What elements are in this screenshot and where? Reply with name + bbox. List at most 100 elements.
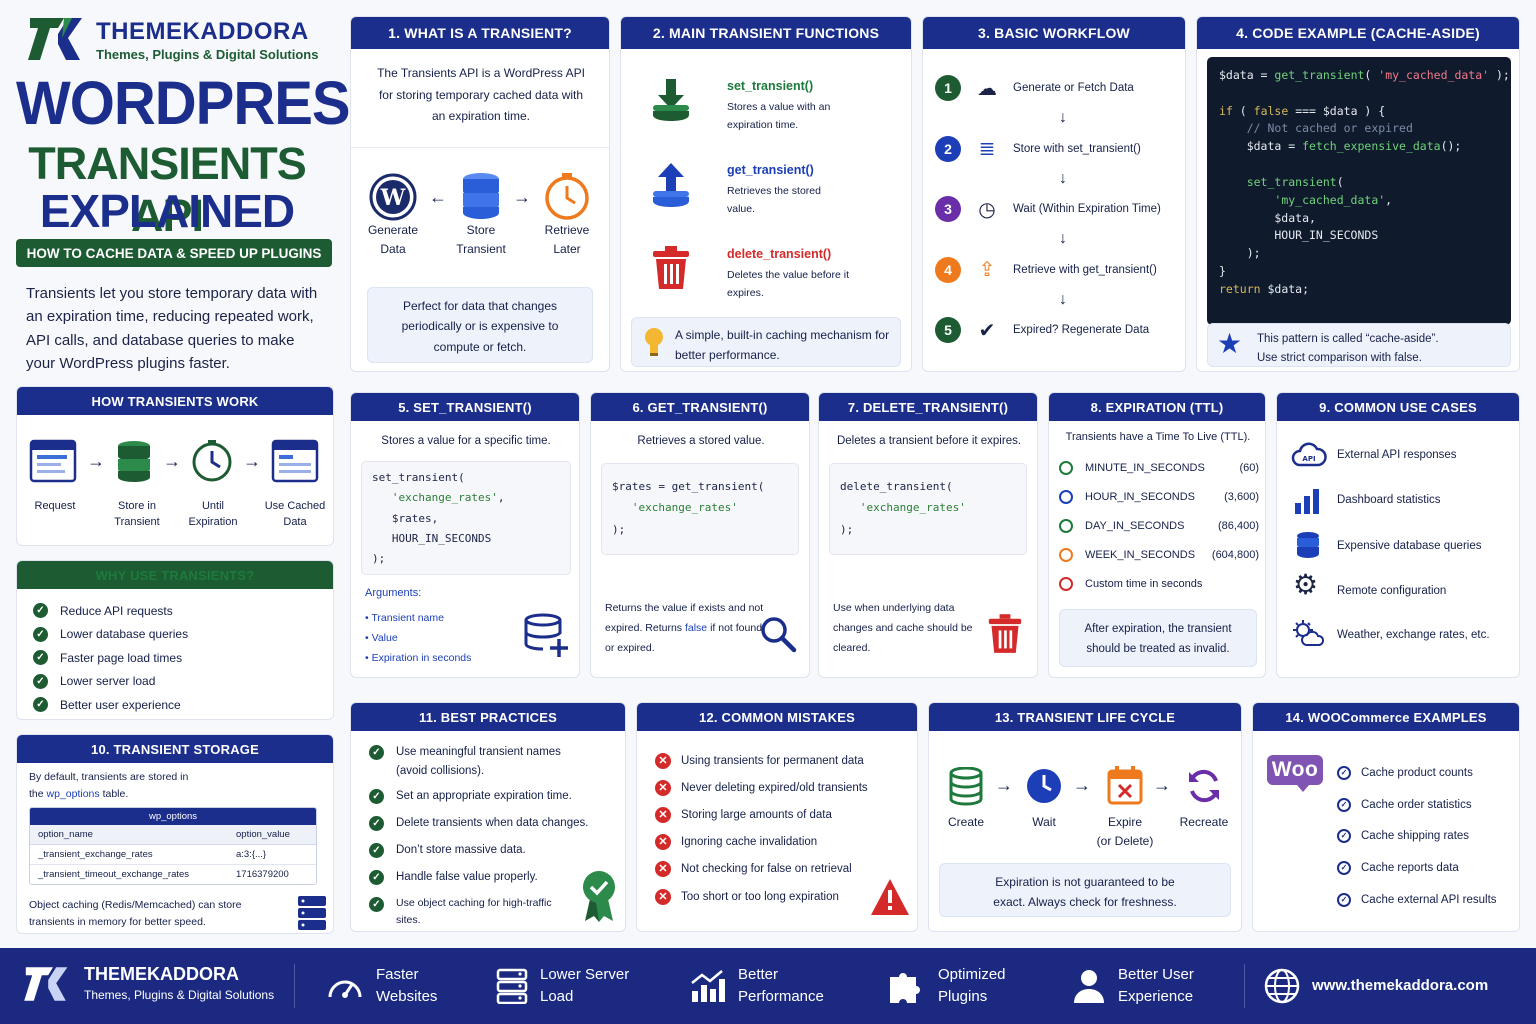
arg-item: Value bbox=[371, 631, 398, 644]
main-functions-card: 2. MAIN TRANSIENT FUNCTIONS set_transien… bbox=[620, 16, 912, 372]
why-item: ✓Reduce API requests bbox=[33, 599, 323, 623]
footer-bar: THEMEKADDORA Themes, Plugins & Digital S… bbox=[0, 948, 1536, 1024]
section-title: 14. WOOCommerce EXAMPLES bbox=[1253, 703, 1519, 731]
database-icon bbox=[463, 173, 499, 219]
woo-item: ✓Cache product counts bbox=[1337, 757, 1517, 789]
s4-note-text: This pattern is called “cache-aside”. Us… bbox=[1257, 333, 1439, 364]
woo-item: ✓Cache reports data bbox=[1337, 852, 1517, 884]
user-icon bbox=[1074, 969, 1104, 1003]
workflow-step: 1☁Generate or Fetch Data bbox=[935, 71, 1185, 105]
step-label: Wait (Within Expiration Time) bbox=[1013, 203, 1161, 215]
check-icon: ✓ bbox=[33, 650, 48, 666]
workflow-step: 3 ◷ Wait (Within Expiration Time) bbox=[935, 192, 1185, 226]
browser-window-icon bbox=[29, 439, 77, 483]
section-title: 11. BEST PRACTICES bbox=[351, 703, 625, 731]
check-circle-icon: ✓ bbox=[1337, 893, 1351, 908]
table-header: option_value bbox=[236, 829, 290, 840]
s8-note: After expiration, the transient should b… bbox=[1059, 609, 1257, 667]
best-practice-item: ✓Use meaningful transient names (avoid c… bbox=[369, 743, 605, 787]
s2-note-text: A simple, built-in caching mechanism for… bbox=[675, 328, 890, 363]
lightbulb-icon bbox=[645, 328, 663, 356]
use-case-item: External API responses bbox=[1337, 449, 1457, 461]
s4-note bbox=[1207, 323, 1511, 367]
footer-url[interactable]: www.themekaddora.com bbox=[1312, 977, 1489, 995]
function-desc: Deletes the value before it expires. bbox=[727, 269, 849, 299]
section-title: 13. TRANSIENT LIFE CYCLE bbox=[929, 703, 1241, 731]
mistake-item: ✕Not checking for false on retrieval bbox=[655, 856, 905, 883]
how-transients-work-title: HOW TRANSIENTS WORK bbox=[17, 387, 333, 415]
section-title: 7. DELETE_TRANSIENT() bbox=[819, 393, 1037, 421]
lifecycle-step: Expire (or Delete) bbox=[1096, 815, 1154, 849]
step-label: Generate or Fetch Data bbox=[1013, 82, 1134, 94]
basic-workflow-card: 3. BASIC WORKFLOW 1☁Generate or Fetch Da… bbox=[922, 16, 1186, 372]
why-use-card: WHY USE TRANSIENTS? ✓Reduce API requests… bbox=[16, 560, 334, 720]
svg-text:W: W bbox=[380, 185, 406, 211]
s1-step-label: Generate Data bbox=[367, 223, 419, 256]
s8-desc: Transients have a Time To Live (TTL). bbox=[1065, 431, 1251, 443]
s6-note: Returns the value if exists and not expi… bbox=[605, 602, 764, 654]
s2-note bbox=[631, 317, 901, 367]
common-mistakes-card: 12. COMMON MISTAKES ✕Using transients fo… bbox=[636, 702, 918, 932]
step-number: 2 bbox=[935, 135, 961, 162]
section-title: 4. CODE EXAMPLE (CACHE-ASIDE) bbox=[1197, 17, 1519, 49]
why-item: ✓Lower database queries bbox=[33, 623, 323, 647]
arrow-down-icon: ↓ bbox=[1059, 169, 1067, 187]
wp-options-link[interactable]: wp_options bbox=[46, 787, 100, 800]
database-icon bbox=[949, 767, 983, 806]
footer-item: Faster Websites bbox=[376, 966, 438, 1005]
workflow-step: 5✔Expired? Regenerate Data bbox=[935, 313, 1185, 347]
search-icon bbox=[761, 617, 797, 653]
function-desc: Retrieves the stored value. bbox=[727, 185, 821, 215]
wordpress-icon: W bbox=[369, 173, 417, 221]
api-cloud-icon: API bbox=[1291, 442, 1327, 467]
brand-logo bbox=[28, 14, 90, 64]
download-icon bbox=[653, 79, 689, 121]
function-desc: Stores a value with an expiration time. bbox=[727, 101, 831, 131]
intro-text: Transients let you store temporary data … bbox=[26, 285, 318, 372]
why-item: ✓Lower server load bbox=[33, 670, 323, 694]
s13-note: Expiration is not guaranteed to be exact… bbox=[939, 863, 1231, 917]
database-add-icon bbox=[524, 613, 568, 657]
trash-icon bbox=[653, 246, 689, 289]
clock-icon: ◷ bbox=[978, 198, 996, 221]
page-subtitle-banner: HOW TO CACHE DATA & SPEED UP PLUGINS bbox=[16, 239, 332, 267]
page-title-line3: EXPLAINED bbox=[39, 185, 295, 237]
ttl-item: HOUR_IN_SECONDS(3,600) bbox=[1059, 482, 1259, 511]
best-practice-item: ✓Delete transients when data changes. bbox=[369, 814, 605, 841]
set-transient-card: 5. SET_TRANSIENT() Stores a value for a … bbox=[350, 392, 580, 678]
check-icon: ✓ bbox=[33, 603, 48, 619]
why-item: ✓Better user experience bbox=[33, 693, 323, 717]
use-case-item: Weather, exchange rates, etc. bbox=[1337, 629, 1490, 641]
function-name: set_transient() bbox=[727, 79, 814, 93]
arrow-left-icon: ← bbox=[429, 187, 447, 207]
ttl-item: WEEK_IN_SECONDS(604,800) bbox=[1059, 540, 1259, 569]
expiration-card: 8. EXPIRATION (TTL) Transients have a Ti… bbox=[1048, 392, 1266, 678]
x-icon: ✕ bbox=[655, 861, 671, 878]
workflow-step: 4⇪Retrieve with get_transient() bbox=[935, 253, 1185, 287]
how-step-label: Use Cached Data bbox=[264, 500, 326, 528]
lifecycle-step: Recreate bbox=[1179, 815, 1229, 829]
page-title-line2: TRANSIENTS API bbox=[28, 138, 307, 241]
how-transients-work-card: HOW TRANSIENTS WORK → → → Request Store … bbox=[16, 386, 334, 546]
why-use-title: WHY USE TRANSIENTS? bbox=[17, 561, 333, 589]
footer-item: Better Performance bbox=[738, 966, 824, 1005]
mistake-item: ✕Never deleting expired/old transients bbox=[655, 774, 905, 801]
x-icon: ✕ bbox=[655, 779, 671, 796]
get-transient-code: $rates = get_transient( 'exchange_rates'… bbox=[601, 463, 799, 555]
step-label: Expired? Regenerate Data bbox=[1013, 324, 1150, 336]
weather-icon bbox=[1293, 620, 1325, 646]
step-number: 3 bbox=[935, 196, 961, 222]
use-cases-card: 9. COMMON USE CASES API External API res… bbox=[1276, 392, 1520, 678]
clock-icon bbox=[192, 440, 232, 482]
check-icon: ✓ bbox=[33, 673, 48, 689]
arrow-right-icon: → bbox=[1153, 775, 1171, 795]
database-icon bbox=[1297, 532, 1319, 558]
arrow-right-icon: → bbox=[995, 775, 1013, 795]
best-practice-item: ✓Use object caching for high-traffic sit… bbox=[369, 895, 565, 930]
arg-item: Transient name bbox=[371, 612, 444, 624]
section-title: 2. MAIN TRANSIENT FUNCTIONS bbox=[621, 17, 911, 49]
arg-item: Expiration in seconds bbox=[371, 651, 472, 664]
timer-icon bbox=[545, 173, 589, 220]
section-title: 8. EXPIRATION (TTL) bbox=[1049, 393, 1265, 421]
